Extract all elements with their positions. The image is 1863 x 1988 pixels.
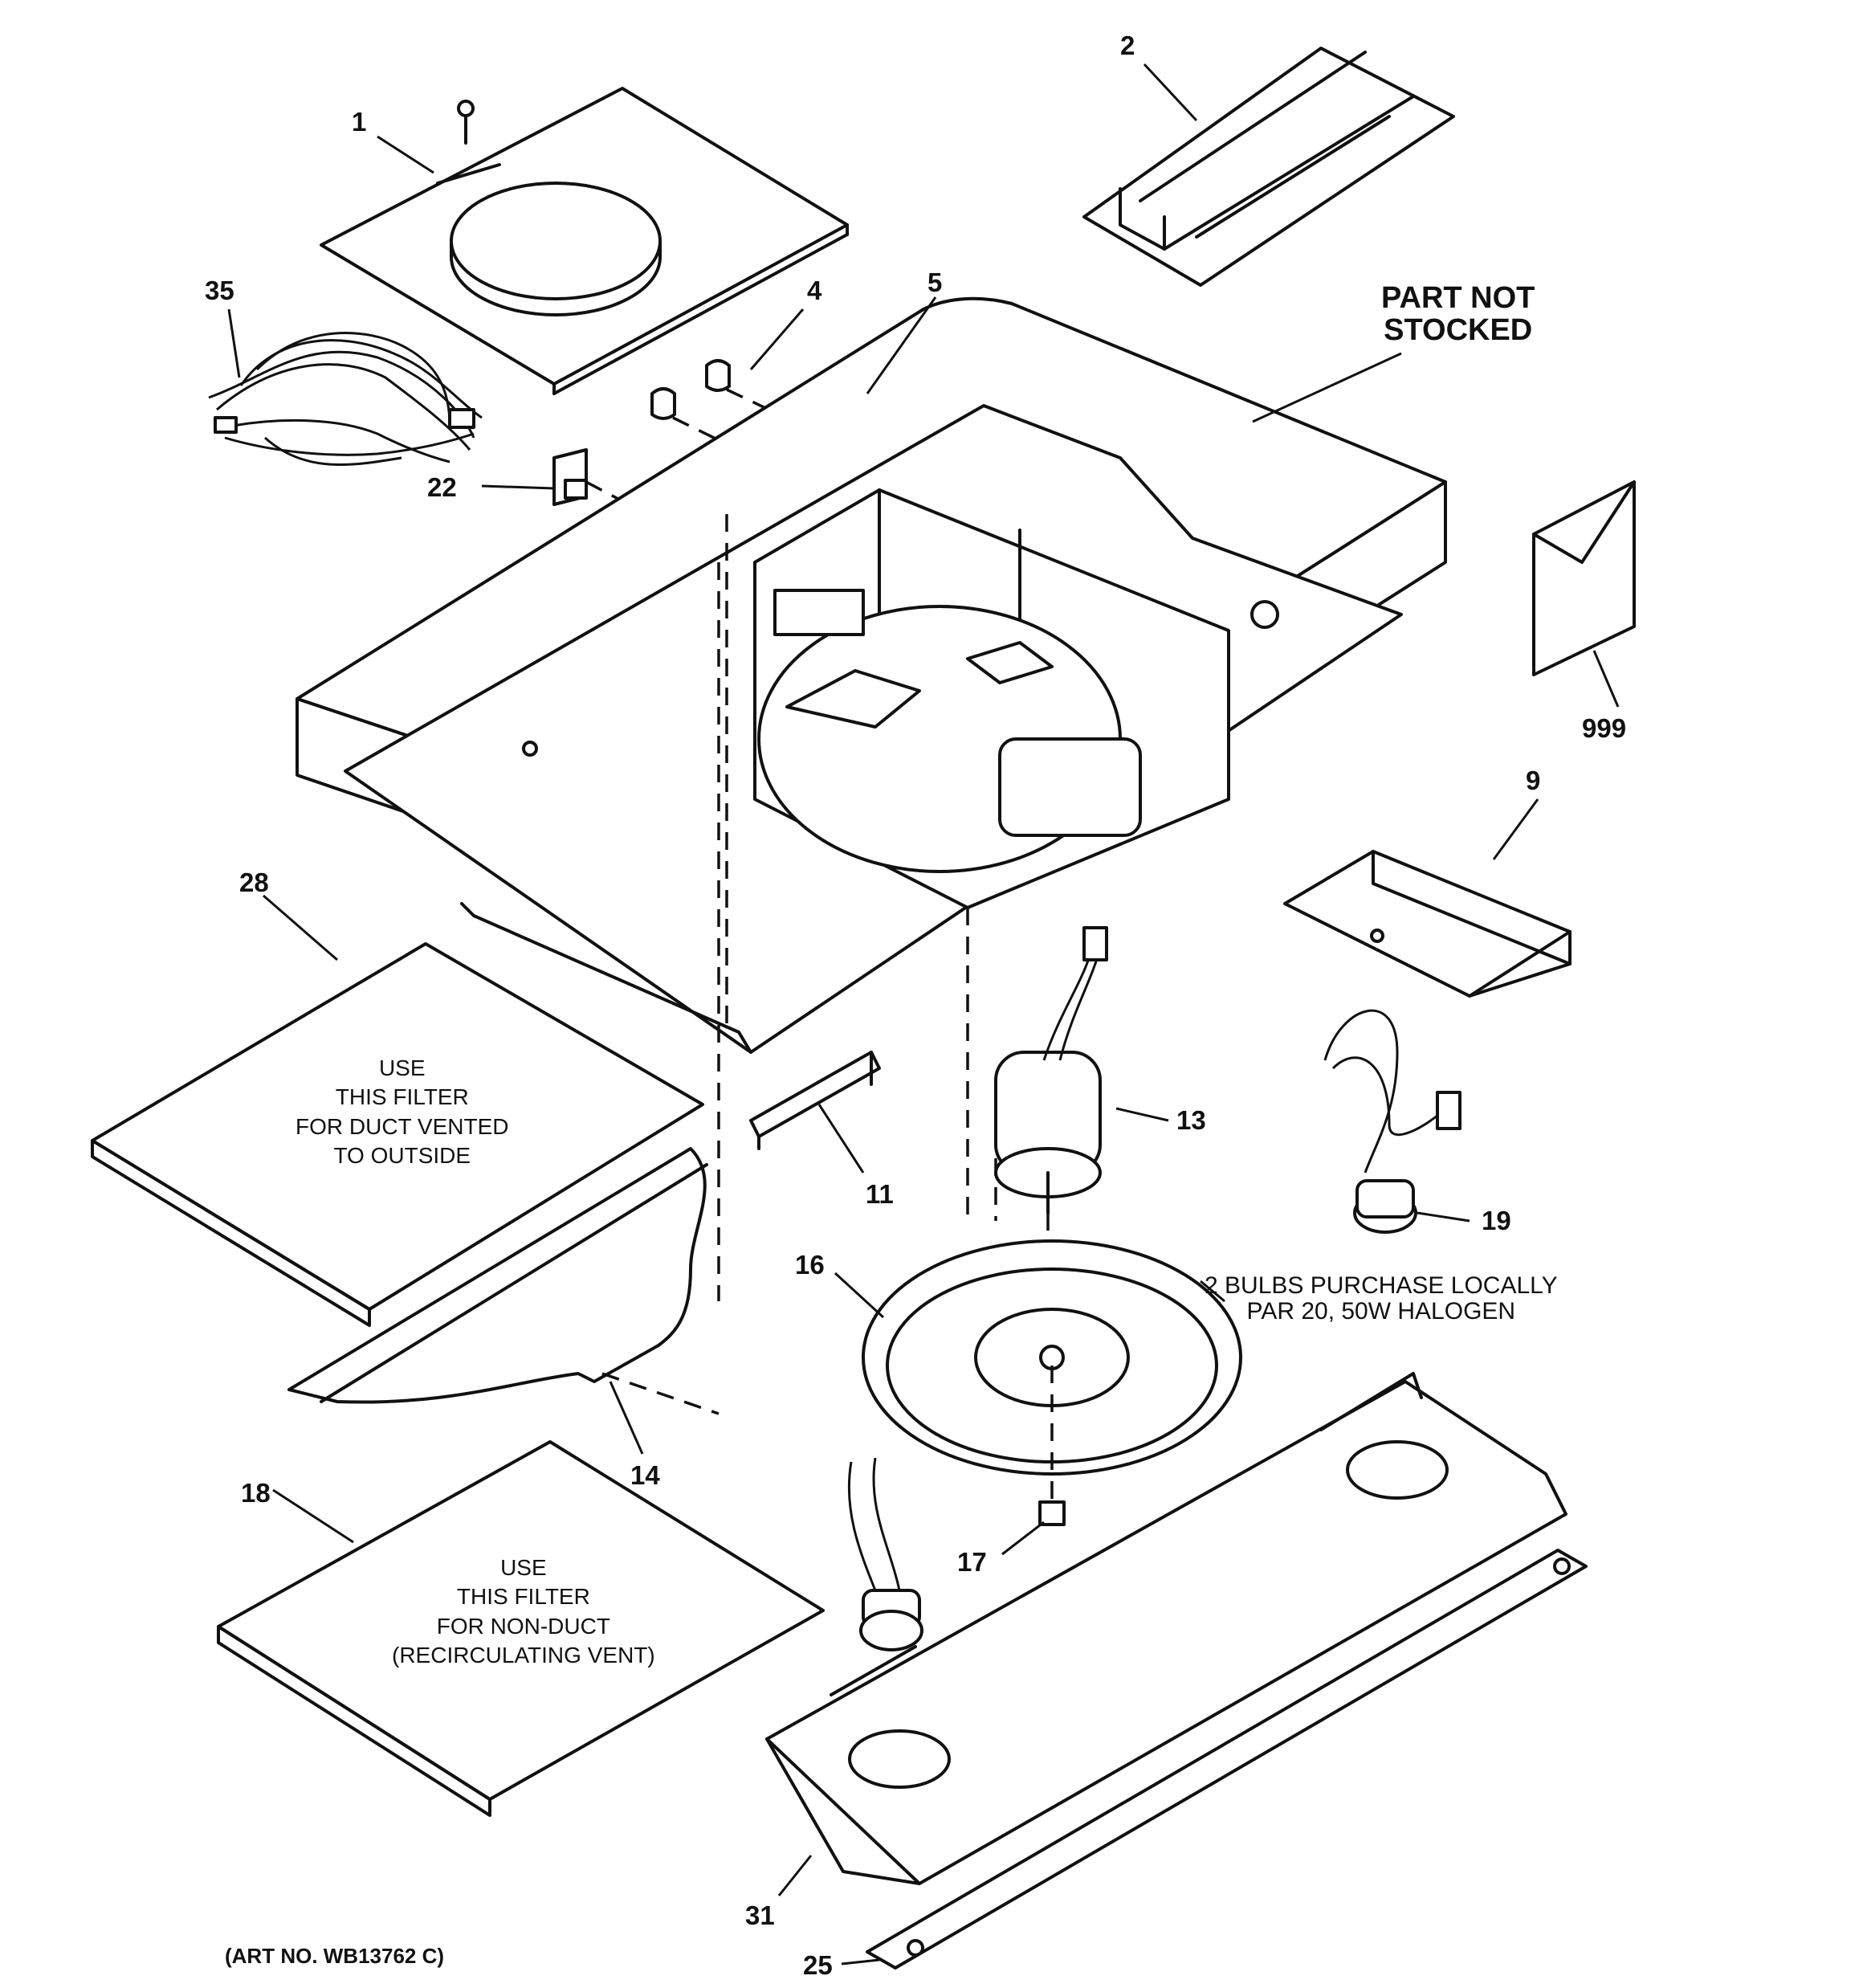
callout-16: 16 [795,1250,825,1280]
bulbs-note: 2 BULBS PURCHASE LOCALLY PAR 20, 50W HAL… [1205,1273,1558,1324]
bulbs-line2: PAR 20, 50W HALOGEN [1246,1297,1516,1325]
bulbs-line1: 2 BULBS PURCHASE LOCALLY [1205,1272,1558,1299]
light-shield [1283,850,1572,998]
callout-28: 28 [239,867,269,897]
part-not-stocked-note: PART NOT STOCKED [1381,281,1535,347]
lamp-socket-left [847,1457,923,1651]
grease-deflector [287,1147,720,1415]
blower-motor [994,926,1108,1261]
trim-strip [866,1549,1588,1970]
callout-31: 31 [745,1900,775,1930]
non-duct-filter-label-line: USE [500,1555,547,1580]
blower-wheel [862,1239,1242,1526]
callout-35: 35 [205,276,234,305]
callout-25: 25 [803,1950,833,1980]
leader-lines [227,63,1620,1966]
duct-filter-label-line: USE [378,1055,426,1080]
callout-14: 14 [630,1460,660,1490]
duct-filter-label: USE THIS FILTER FOR DUCT VENTED TO OUTSI… [291,1051,514,1174]
callout-2: 2 [1120,31,1135,60]
top-cover-plate [320,87,849,395]
duct-filter-label-line: FOR DUCT VENTED [296,1113,509,1139]
callout-4: 4 [807,276,822,305]
callout-17: 17 [957,1547,987,1577]
art-number: (ART NO. WB13762 C) [225,1944,445,1968]
wire-harness [208,332,483,467]
callout-9: 9 [1526,765,1541,795]
callout-19: 19 [1482,1206,1511,1235]
part-not-stocked-line1: PART NOT [1381,281,1535,315]
lamp-socket-right [1323,1009,1461,1234]
callout-13: 13 [1176,1105,1206,1135]
small-bracket [749,1051,881,1150]
callout-22: 22 [427,472,457,502]
damper-bracket [1082,47,1455,287]
duct-filter-label-line: THIS FILTER [335,1084,469,1110]
callout-18: 18 [241,1478,271,1508]
light-panel [765,1372,1567,1885]
duct-filter [91,942,704,1327]
callout-5: 5 [927,267,943,297]
callout-999: 999 [1582,713,1627,743]
switches [650,359,812,459]
hood-body [296,296,1447,1301]
non-duct-filter-label-line: FOR NON-DUCT [436,1613,610,1639]
callout-1: 1 [352,107,367,137]
non-duct-filter-label-line: (RECIRCULATING VENT) [392,1643,655,1668]
non-duct-filter-label-line: THIS FILTER [456,1584,590,1610]
part-not-stocked-line2: STOCKED [1384,312,1533,347]
callout-11: 11 [866,1179,894,1209]
non-duct-filter [217,1440,825,1817]
non-duct-filter-label: USE THIS FILTER FOR NON-DUCT (RECIRCULAT… [387,1550,660,1674]
duct-filter-label-line: TO OUTSIDE [333,1143,471,1169]
literature-envelope [1532,480,1636,676]
